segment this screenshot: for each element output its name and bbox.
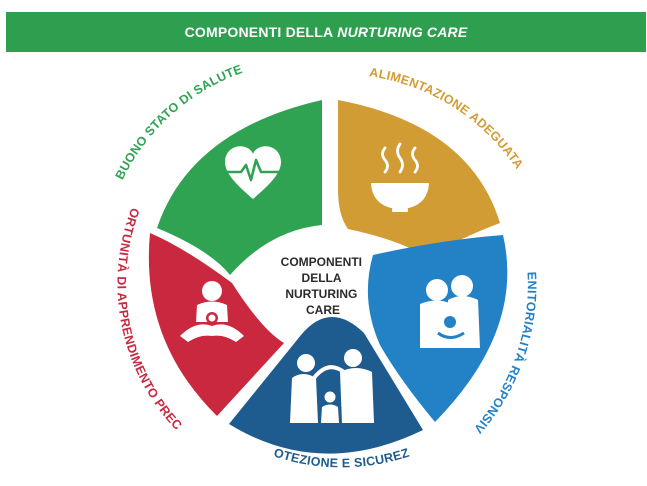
center-label: COMPONENTI DELLA NURTURING CARE [281,255,366,317]
parents-with-baby-icon [420,275,480,348]
segment-early-learning [148,233,284,416]
child-playing-icon [180,281,244,342]
center-line-4: CARE [306,303,340,317]
center-line-1: COMPONENTI [281,255,362,269]
label-early-learning: OPPORTUNITÀ DI APPRENDIMENTO PRECOCE [0,0,185,433]
heart-pulse-icon [225,146,281,199]
center-line-3: NURTURING [285,287,357,301]
protective-family-icon [290,349,374,423]
header-title: COMPONENTI DELLA [184,24,334,40]
steaming-bowl-icon [371,142,429,212]
segment-safety-security [229,316,423,454]
center-line-2: DELLA [302,271,342,285]
segment-health [157,100,322,275]
segment-nutrition [338,100,500,258]
page-header: COMPONENTI DELLA NURTURING CARE [6,12,646,52]
header-title-emphasis: NURTURING CARE [337,24,468,40]
